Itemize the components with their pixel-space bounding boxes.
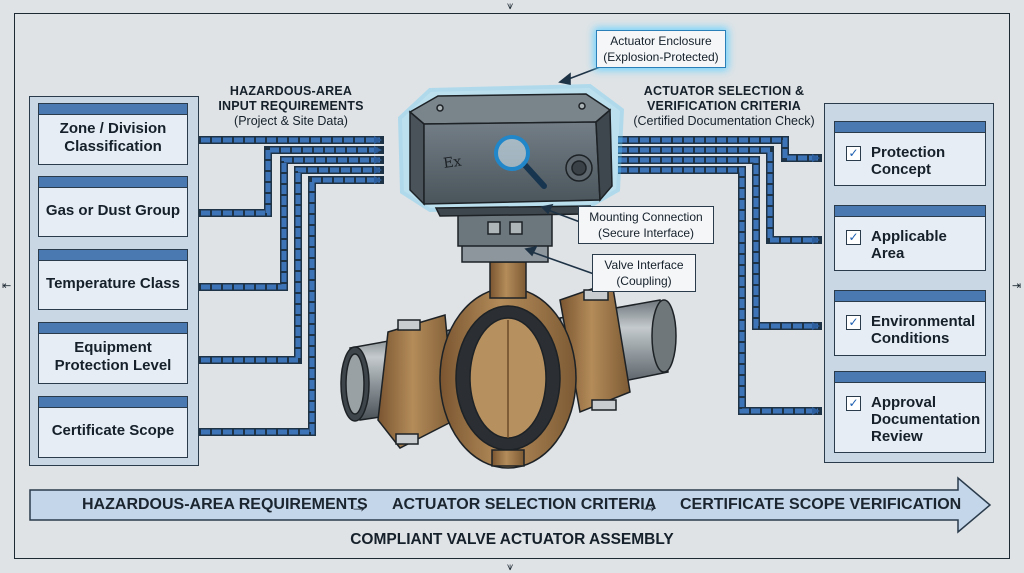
flow-step-requirements: HAZARDOUS-AREA REQUIREMENTS	[82, 496, 368, 513]
criteria-card-environmental-conditions: ✓ Environmental Conditions	[834, 290, 986, 356]
mounting-pointer	[547, 209, 581, 223]
callout-mounting-connection: Mounting Connection (Secure Interface)	[578, 206, 714, 244]
flow-step-certificate-verification: CERTIFICATE SCOPE VERIFICATION	[680, 496, 962, 513]
frame-marker-left: ⇤	[2, 279, 12, 292]
flow-arrow-separator: →	[640, 496, 658, 516]
criteria-card-label: Approval Documentation Review	[871, 394, 981, 445]
input-card-certificate-scope: Certificate Scope	[38, 396, 188, 458]
checkbox-checked-icon: ✓	[846, 146, 861, 161]
heading-subtitle: (Project & Site Data)	[234, 114, 348, 128]
valve-interface-pointer	[531, 251, 595, 275]
input-card-temperature-class: Temperature Class	[38, 249, 188, 310]
criteria-card-label: Protection Concept	[871, 144, 946, 178]
callout-line: Mounting Connection	[589, 210, 703, 224]
frame-marker-right: ⇥	[1012, 279, 1022, 292]
input-card-label: Zone / Division Classification	[59, 120, 167, 155]
input-card-equipment-protection-level: Equipment Protection Level	[38, 322, 188, 384]
heading-subtitle: (Certified Documentation Check)	[633, 114, 815, 128]
flange-left	[377, 314, 456, 449]
outer-frame	[14, 13, 1010, 559]
input-card-label: Certificate Scope	[51, 422, 175, 439]
flow-arrow-separator: →	[350, 496, 368, 516]
heading-line: HAZARDOUS-AREA	[229, 84, 353, 98]
callout-valve-interface: Valve Interface (Coupling)	[592, 254, 696, 292]
criteria-card-protection-concept: ✓ Protection Concept	[834, 121, 986, 186]
criteria-card-label: Environmental Conditions	[871, 313, 976, 347]
frame-marker-bottom: ⩛	[507, 560, 514, 573]
input-card-label: Temperature Class	[46, 274, 180, 292]
flange-bolt	[397, 319, 421, 331]
input-card-label: Gas or Dust Group	[45, 201, 181, 219]
checkbox-checked-icon: ✓	[846, 230, 861, 245]
heading-line: INPUT REQUIREMENTS	[218, 99, 364, 113]
input-requirements-heading: HAZARDOUS-AREA INPUT REQUIREMENTS (Proje…	[206, 84, 376, 129]
ex-marking: Ex	[442, 154, 462, 172]
callout-line: (Coupling)	[616, 274, 672, 288]
callout-line: (Secure Interface)	[597, 226, 695, 240]
input-card-label: Equipment Protection Level	[54, 339, 172, 374]
heading-line: VERIFICATION CRITERIA	[647, 99, 801, 113]
input-card-zone-division: Zone / Division Classification	[38, 103, 188, 165]
frame-marker-top: ⩛	[507, 0, 514, 12]
selection-criteria-heading: ACTUATOR SELECTION & VERIFICATION CRITER…	[624, 84, 824, 129]
callout-line: Actuator Enclosure	[610, 34, 712, 48]
criteria-card-approval-documentation-review: ✓ Approval Documentation Review	[834, 371, 986, 453]
input-card-gas-dust-group: Gas or Dust Group	[38, 176, 188, 237]
checkbox-checked-icon: ✓	[846, 315, 861, 330]
criteria-card-applicable-area: ✓ Applicable Area	[834, 205, 986, 271]
callout-line: (Explosion-Protected)	[603, 50, 719, 64]
checkbox-checked-icon: ✓	[846, 396, 861, 411]
flange-bolt	[395, 433, 419, 445]
valve-bottom-stem	[491, 449, 525, 467]
flow-step-selection-criteria: ACTUATOR SELECTION CRITERIA	[392, 496, 657, 513]
heading-line: ACTUATOR SELECTION &	[643, 84, 805, 98]
magnifier-icon	[494, 135, 547, 189]
callout-line: Valve Interface	[604, 258, 684, 272]
flange-bolt	[591, 399, 617, 411]
callout-actuator-enclosure: Actuator Enclosure (Explosion-Protected)	[596, 30, 726, 68]
criteria-card-label: Applicable Area	[871, 228, 947, 262]
assembly-title: COMPLIANT VALVE ACTUATOR ASSEMBLY	[350, 531, 674, 548]
